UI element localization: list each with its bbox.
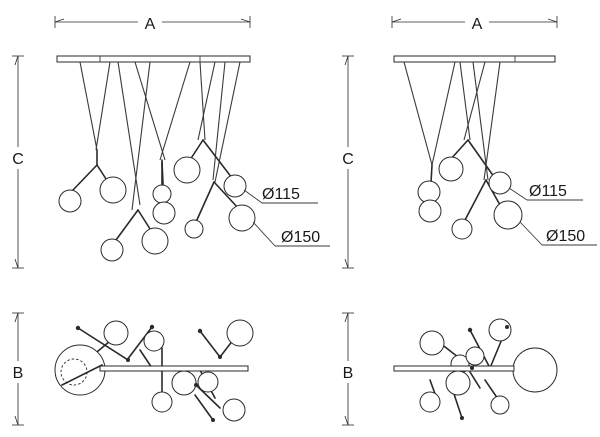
left-plan-wire-dots xyxy=(75,324,222,422)
globe-small xyxy=(197,371,219,393)
globe-large xyxy=(419,330,445,356)
left-callout-large: Ø150 xyxy=(252,221,330,247)
globe-large xyxy=(54,344,106,396)
left-dim-a-label: A xyxy=(145,16,156,33)
right-canopy-bar xyxy=(393,55,556,63)
globe-large xyxy=(103,320,129,346)
globe-small xyxy=(490,395,510,415)
right-dim-b-label: B xyxy=(343,365,354,382)
globe-small xyxy=(100,238,124,262)
left-suspension-wires xyxy=(79,61,241,211)
left-canopy-bar xyxy=(56,55,251,63)
left-globes xyxy=(58,156,256,262)
left-dim-b: B xyxy=(8,312,28,426)
globe-small xyxy=(488,318,512,342)
globe-large xyxy=(493,200,523,230)
globe-small xyxy=(223,174,247,198)
right-dim-c-label: C xyxy=(342,151,354,168)
globe-small xyxy=(151,391,173,413)
globe-small xyxy=(451,218,473,240)
globe-large xyxy=(226,319,254,347)
globe-small xyxy=(152,184,172,204)
globe-small xyxy=(143,330,165,352)
left-dim-a: A xyxy=(54,12,251,33)
right-plan-view: B xyxy=(338,312,558,426)
globe-small xyxy=(465,346,485,366)
left-plan-bar xyxy=(99,365,249,372)
right-rods xyxy=(429,139,501,223)
left-rods xyxy=(72,139,240,241)
right-suspension-wires xyxy=(403,61,501,181)
globe-large xyxy=(228,204,256,232)
globe-large xyxy=(173,156,201,184)
right-dim-b: B xyxy=(338,312,358,426)
right-dim-a: A xyxy=(391,12,558,33)
globe-small xyxy=(152,201,176,225)
left-diameter-small-label: Ø115 xyxy=(262,186,300,203)
globe-small xyxy=(58,189,82,213)
left-plan-view: B xyxy=(8,312,254,426)
right-diameter-small-label: Ø115 xyxy=(529,183,567,200)
globe-small xyxy=(418,199,442,223)
globe-small xyxy=(184,219,204,239)
left-elevation-view: A C xyxy=(8,12,330,269)
globe-large xyxy=(141,227,169,255)
globe-small xyxy=(488,171,512,195)
right-plan-bar xyxy=(393,365,515,372)
right-callout-small: Ø115 xyxy=(508,183,583,201)
right-plan-wire-dots xyxy=(460,325,509,420)
right-dim-a-label: A xyxy=(472,16,483,33)
right-dim-c: C xyxy=(338,55,358,269)
right-callout-large: Ø150 xyxy=(519,221,597,246)
globe-small xyxy=(419,391,441,413)
right-globes xyxy=(417,156,523,240)
left-dim-c: C xyxy=(8,55,28,269)
globe-large xyxy=(438,156,464,182)
globe-large xyxy=(512,347,558,393)
globe-large xyxy=(171,370,197,396)
left-diameter-large-label: Ø150 xyxy=(281,229,320,246)
right-diameter-large-label: Ø150 xyxy=(546,228,585,245)
globe-small xyxy=(222,398,246,422)
globe-large xyxy=(445,370,471,396)
right-elevation-view: A C xyxy=(338,12,597,269)
left-dim-b-label: B xyxy=(13,365,24,382)
left-callout-small: Ø115 xyxy=(243,186,318,204)
left-dim-c-label: C xyxy=(12,151,24,168)
globe-large xyxy=(99,176,127,204)
